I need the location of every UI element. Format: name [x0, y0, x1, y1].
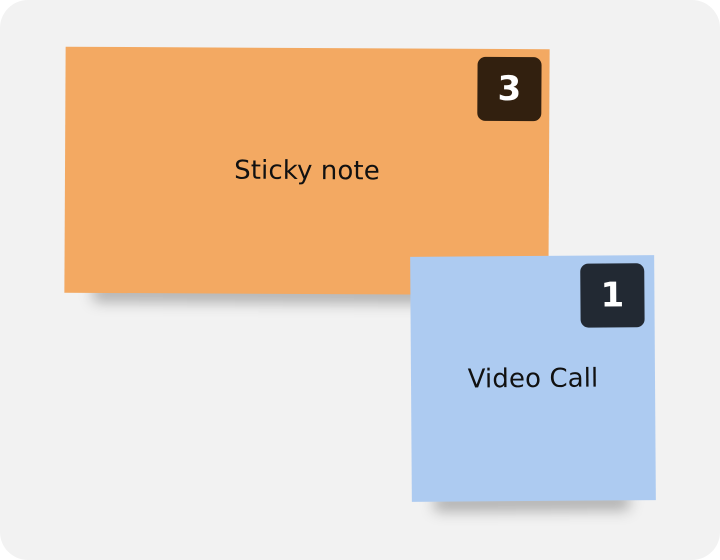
video-call-card[interactable]: Video Call 1 [410, 255, 656, 512]
video-call-label: Video Call [467, 363, 599, 394]
video-call-order-badge: 1 [580, 263, 645, 328]
sticky-note-order-badge: 3 [477, 56, 542, 122]
sticky-note-label: Sticky note [234, 155, 380, 187]
